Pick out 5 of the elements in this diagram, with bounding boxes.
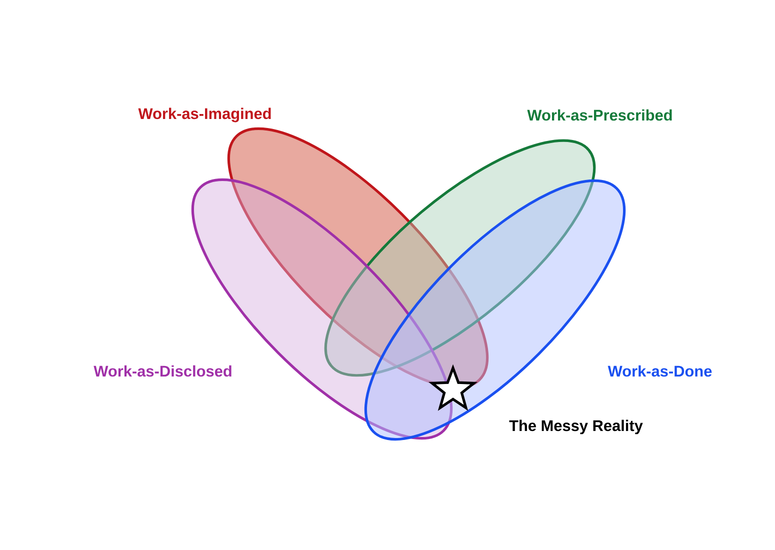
heading: The Messy Reality [509, 420, 643, 434]
heading: Work-as-Done [608, 365, 712, 377]
heading: Work-as-Imagined [138, 108, 271, 122]
heading: Work-as-Prescribed [527, 109, 672, 121]
heading: Work-as-Disclosed [94, 365, 232, 377]
